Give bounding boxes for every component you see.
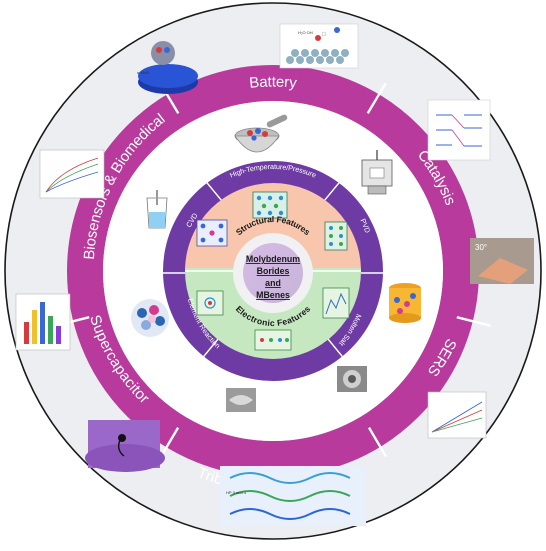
spheres-icon	[131, 299, 169, 337]
pvd-apparatus-icon	[361, 150, 393, 195]
app-label-battery: Battery	[248, 73, 298, 91]
center-title-line-3: and	[265, 278, 281, 288]
sem-flower-icon	[337, 366, 367, 392]
feature-disc	[185, 183, 361, 359]
method-label-selective-etching: Selective Etching	[245, 378, 302, 391]
center-blob	[243, 243, 303, 303]
dna-caption: HP 3 and 4	[226, 490, 247, 495]
center-title-line-2: Borides	[257, 266, 290, 276]
biosensor-caption: α-MoB	[137, 70, 149, 75]
molecule-surface-image: H₂O OH	[279, 23, 359, 69]
mortar-icon	[234, 114, 288, 153]
electronic-structure-right-icon	[322, 287, 350, 319]
crystal-structure-left-icon	[196, 219, 228, 247]
center-title-line-1: Molybdenum	[246, 254, 300, 264]
bent-sheet-image: 30°	[470, 238, 534, 284]
electronic-structure-left-icon	[196, 290, 224, 316]
bend-angle-caption: 30°	[475, 243, 487, 252]
molten-salt-container-icon	[389, 283, 421, 323]
energy-level-image	[427, 99, 491, 161]
raman-plot-image	[427, 391, 487, 439]
beaker-icon	[146, 190, 168, 229]
molecule-caption: H₂O OH	[298, 30, 313, 35]
crystal-structure-right-icon	[324, 221, 348, 251]
center-title-line-4: MBenes	[256, 290, 290, 300]
dna-strand-image: HP 3 and 4	[220, 466, 366, 526]
bar-chart-image	[15, 293, 71, 351]
fabric-photo-image	[85, 420, 165, 472]
electronic-structure-bottom-icon	[254, 329, 292, 351]
biosensor-chip-image: α-MoB	[137, 41, 198, 94]
sem-flakes-icon	[226, 388, 256, 412]
crystal-structure-top-icon	[252, 191, 288, 219]
voltage-curve-image	[39, 149, 105, 199]
synthesis-separators	[163, 177, 383, 362]
